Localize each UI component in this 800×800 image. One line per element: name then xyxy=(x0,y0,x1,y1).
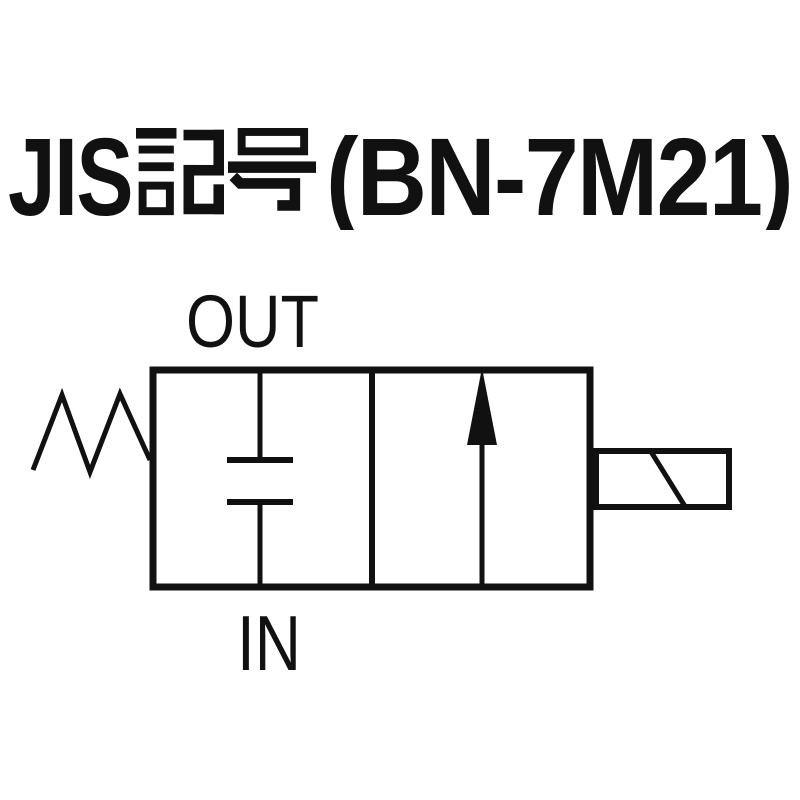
solenoid-icon xyxy=(593,448,732,510)
flow-arrow-icon xyxy=(467,368,497,588)
flow-arrow-head xyxy=(467,368,497,445)
solenoid-box xyxy=(593,448,732,510)
out-port-label: OUT xyxy=(186,280,319,363)
in-port-label: IN xyxy=(237,599,301,687)
spring-icon xyxy=(30,387,153,480)
kanji-ki-glyph xyxy=(136,128,224,216)
solenoid-diagonal-line xyxy=(647,448,689,510)
title-suffix: (BN-7M21) xyxy=(326,118,792,230)
title-latin-prefix: JIS xyxy=(8,118,132,230)
blocked-port-icon xyxy=(227,368,293,589)
kanji-gou-glyph xyxy=(228,128,316,211)
title-svg: JIS xyxy=(8,118,794,230)
valve-body xyxy=(149,366,594,591)
page-title: JIS xyxy=(0,118,800,230)
title-kanji-glyphs xyxy=(136,128,316,216)
